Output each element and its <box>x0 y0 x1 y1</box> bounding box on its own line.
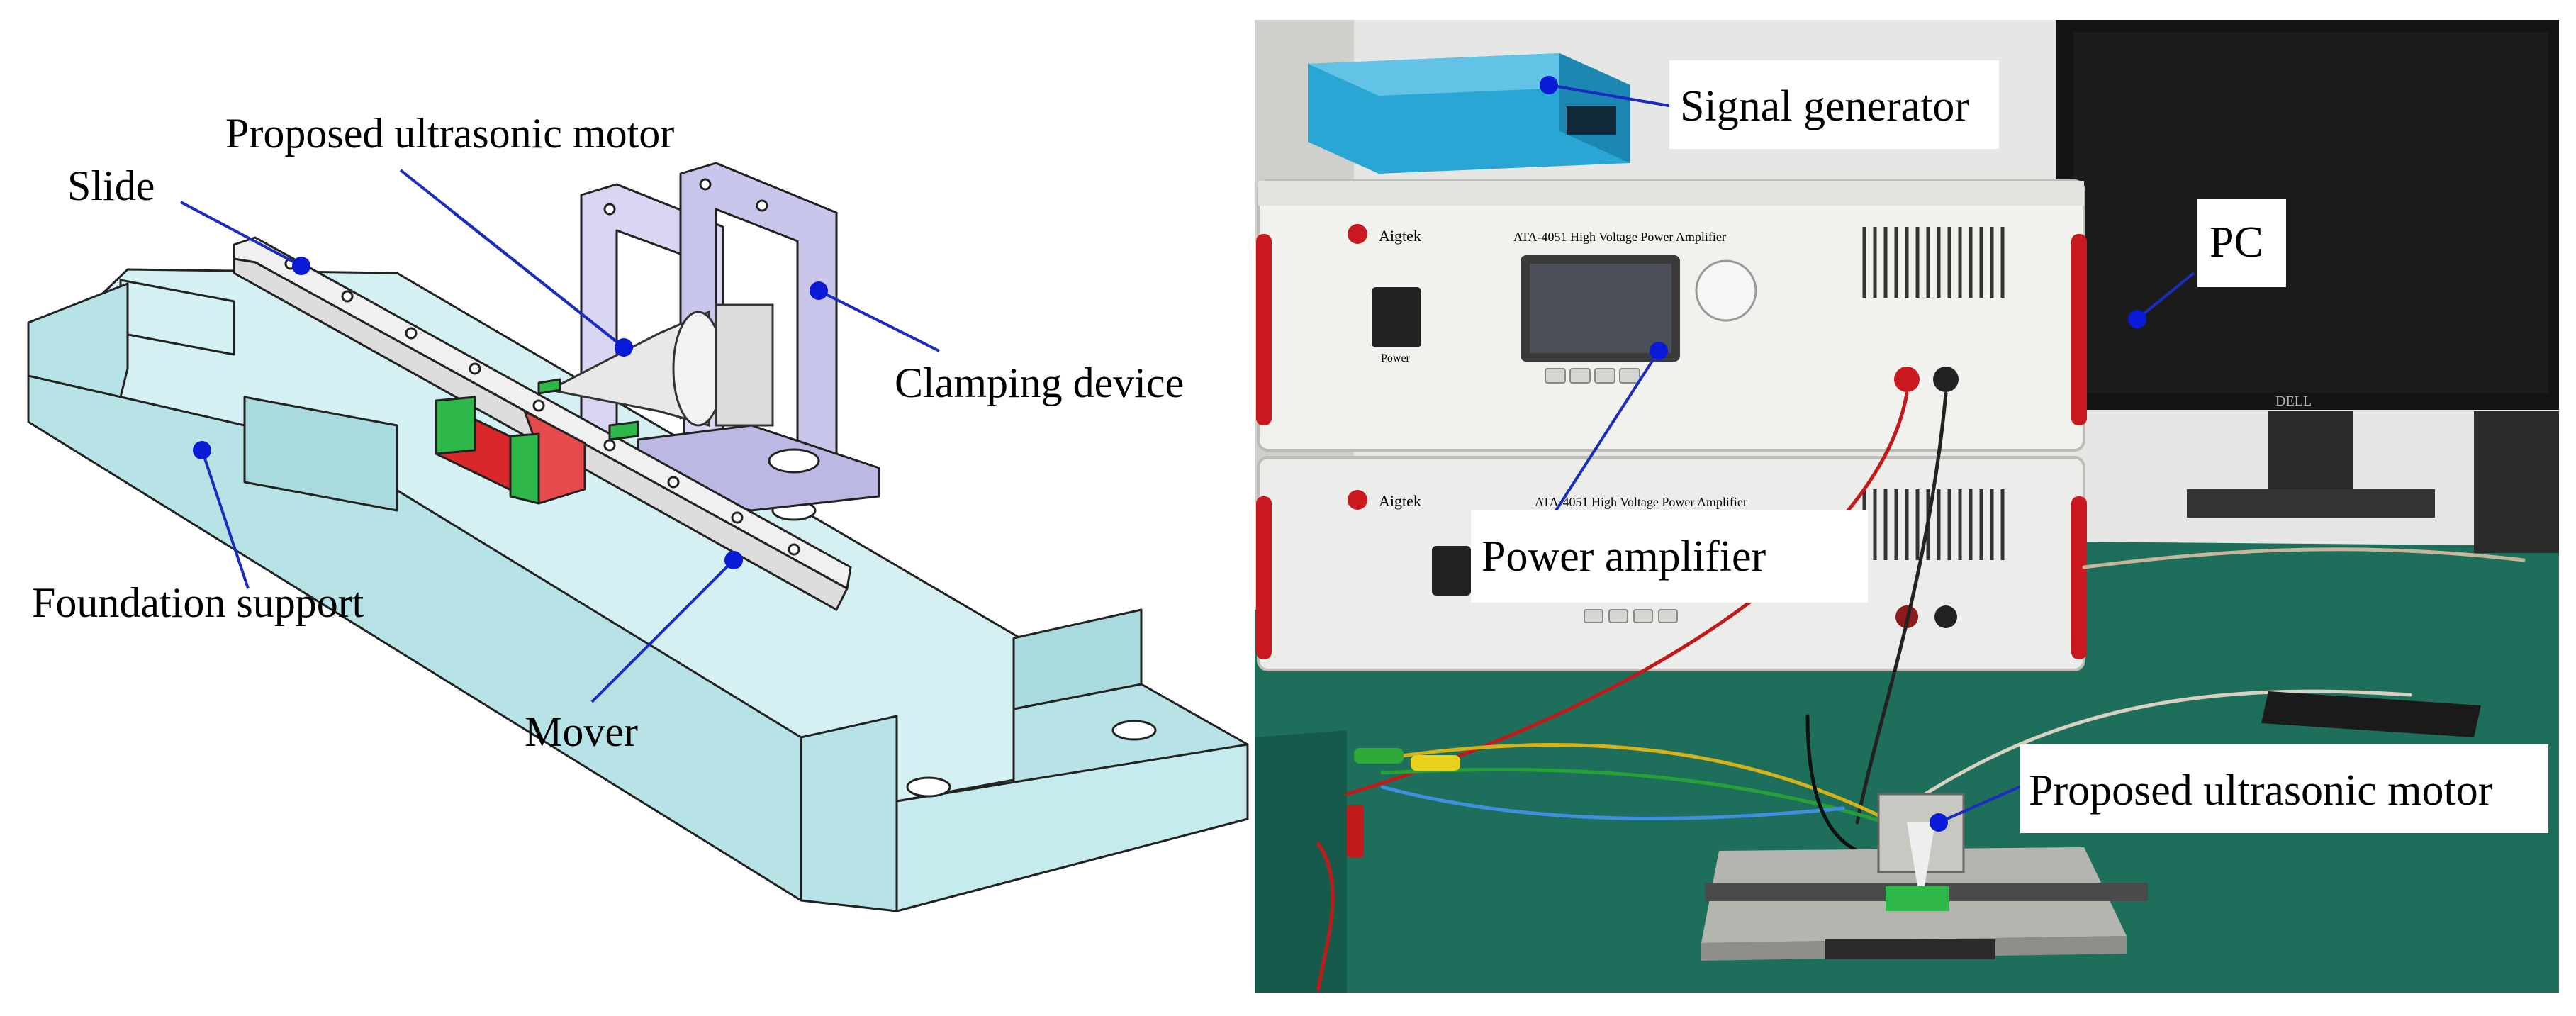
left-callout-dots <box>193 257 828 569</box>
label-foundation-support: Foundation support <box>32 579 364 626</box>
label-power-amplifier: Power amplifier <box>1482 532 1766 581</box>
amp-model-lower: ATA-4051 High Voltage Power Amplifier <box>1535 495 1747 509</box>
label-slide: Slide <box>67 162 155 209</box>
motor-setup-photo <box>1701 793 2148 961</box>
left-callouts <box>180 169 940 703</box>
power-amplifier-upper: Aigtek ATA-4051 High Voltage Power Ampli… <box>1256 179 2087 452</box>
clamping-dot <box>810 281 828 300</box>
label-proposed-motor-left: Proposed ultrasonic motor <box>225 110 674 157</box>
vent-grille-upper <box>1862 227 2005 298</box>
pc-dot <box>2128 310 2146 328</box>
motor-photo-dot <box>1930 813 1948 832</box>
signal-generator-device <box>1308 53 1630 174</box>
foundation-dot <box>193 441 211 459</box>
amp-model-upper: ATA-4051 High Voltage Power Amplifier <box>1513 230 1726 244</box>
label-pc: PC <box>2210 218 2263 267</box>
label-mover: Mover <box>525 708 638 755</box>
label-clamping-device: Clamping device <box>895 359 1184 406</box>
motor-dot <box>615 338 633 357</box>
mover-dot <box>724 551 743 569</box>
slide-dot <box>292 257 310 275</box>
amp-brand-upper: Aigtek <box>1379 227 1421 245</box>
experimental-setup-photo: DELL Aigtek ATA-4051 High Voltage Power … <box>1255 20 2559 993</box>
ultrasonic-motor-model <box>546 303 774 427</box>
terminal-block <box>2261 691 2481 737</box>
label-signal-generator: Signal generator <box>1680 82 1969 130</box>
right-callout-dots <box>1540 76 2146 832</box>
signal-generator-dot <box>1540 76 1558 94</box>
amp-power-label: Power <box>1381 352 1411 364</box>
right-labels: Signal generator PC Power amplifier Prop… <box>1471 60 2548 833</box>
pc-monitor: DELL <box>2056 20 2559 553</box>
power-amplifier-dot <box>1650 342 1668 360</box>
mover-block <box>435 378 639 505</box>
right-callouts <box>1548 84 2195 824</box>
vent-grille-lower <box>1862 489 2005 560</box>
left-labels: Proposed ultrasonic motor Slide Clamping… <box>32 110 1184 755</box>
cad-model <box>27 162 1249 912</box>
label-proposed-motor-right: Proposed ultrasonic motor <box>2029 766 2493 815</box>
amp-brand-lower: Aigtek <box>1379 492 1421 510</box>
monitor-brand: DELL <box>2275 393 2312 409</box>
